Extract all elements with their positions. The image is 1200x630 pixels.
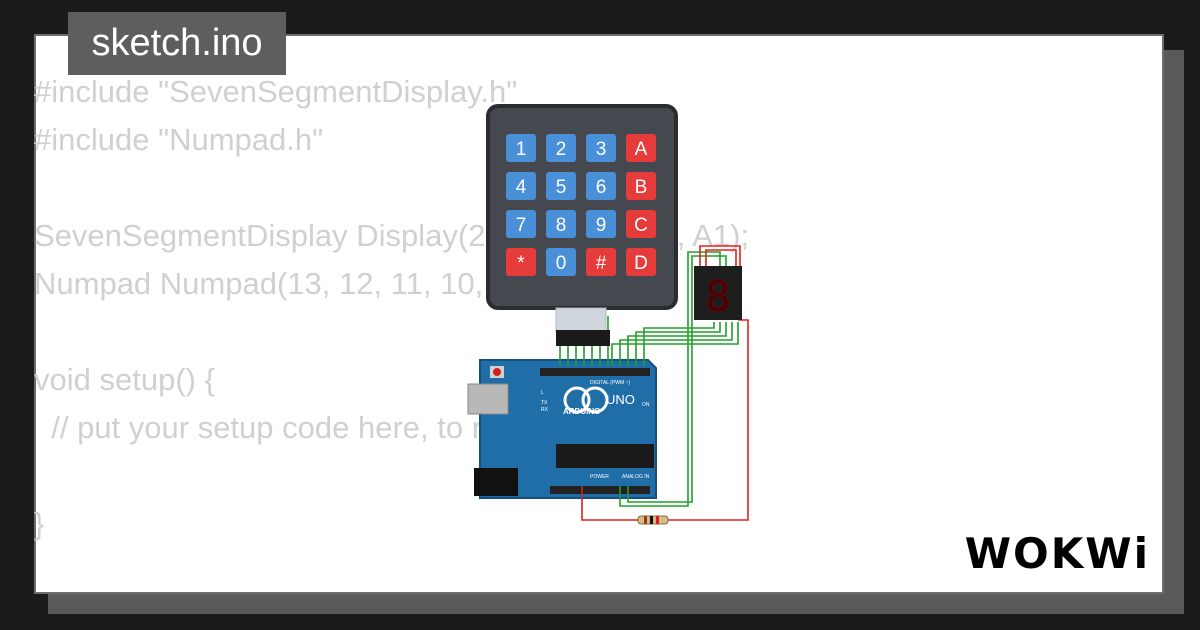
svg-text:4: 4 [516,177,527,198]
rx-label: RX [541,407,549,413]
segment-digit: 8 [705,272,730,321]
svg-text:*: * [517,253,525,274]
code-line: #include "SevenSegmentDisplay.h" [34,74,518,109]
svg-text:7: 7 [516,215,527,236]
seven-segment-display: 8 [694,266,742,321]
resistor [637,515,669,525]
keypad-key-hash: # [586,248,616,276]
power-jack [474,468,518,496]
keypad-key-5: 5 [546,172,576,200]
svg-text:1: 1 [516,139,527,160]
board-model-label: UNO [606,392,635,407]
code-line: #include "Numpad.h" [34,122,324,157]
svg-text:#: # [596,253,607,274]
digital-label: DIGITAL (PWM ~) [590,380,630,386]
svg-text:8: 8 [556,215,567,236]
file-title-tab: sketch.ino [68,12,286,75]
keypad-key-0: 0 [546,248,576,276]
svg-text:C: C [634,215,648,236]
keypad-key-7: 7 [506,210,536,238]
analog-label: ANALOG IN [622,474,650,480]
keypad-key-9: 9 [586,210,616,238]
keypad-key-2: 2 [546,134,576,162]
power-label: POWER [590,474,609,480]
svg-text:B: B [635,177,648,198]
keypad-key-a: A [626,134,656,162]
keypad-key-star: * [506,248,536,276]
keypad-key-4: 4 [506,172,536,200]
usb-port [467,383,509,415]
keypad-key-8: 8 [546,210,576,238]
svg-text:9: 9 [596,215,607,236]
keypad-key-1: 1 [506,134,536,162]
l-label: L [541,390,544,396]
keypad-connector [556,330,610,346]
keypad-key-d: D [626,248,656,276]
svg-text:0: 0 [556,253,567,274]
keypad-keys: 1 2 3 A 4 5 6 B 7 8 9 C * 0 # D [506,134,656,276]
wires [559,245,749,521]
svg-text:6: 6 [596,177,607,198]
file-title-label: sketch.ino [91,22,263,64]
digital-header [540,368,650,376]
on-label: ON [642,402,650,408]
tx-label: TX [541,400,548,406]
arduino-uno-board: UNO ARDUINO DIGITAL (PWM ~) POWER ANALOG… [467,359,657,499]
svg-text:2: 2 [556,139,567,160]
code-line: } [34,506,45,541]
svg-text:D: D [634,253,648,274]
keypad-key-b: B [626,172,656,200]
svg-text:A: A [635,139,648,160]
microcontroller-chip [556,444,654,468]
code-line: void setup() { [34,362,215,397]
keypad-key-c: C [626,210,656,238]
membrane-keypad: 1 2 3 A 4 5 6 B 7 8 9 C * 0 # D [486,104,678,346]
keypad-key-6: 6 [586,172,616,200]
keypad-key-3: 3 [586,134,616,162]
board-brand-label: ARDUINO [563,407,600,416]
svg-text:5: 5 [556,177,567,198]
wokwi-logo: WOKWi [964,529,1150,578]
power-analog-header [550,486,650,494]
code-preview: #include "SevenSegmentDisplay.h" #include… [34,68,749,548]
svg-text:3: 3 [596,139,607,160]
